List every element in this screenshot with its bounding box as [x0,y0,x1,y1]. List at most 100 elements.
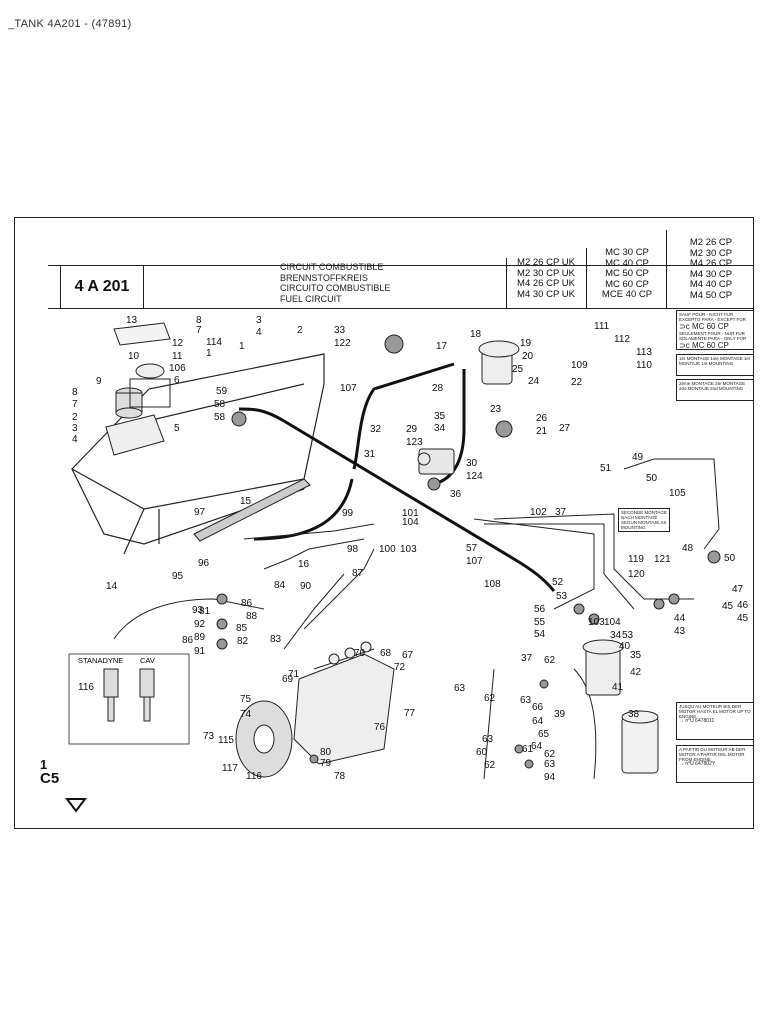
callout-number: 31 [364,449,376,460]
callout-number: 73 [203,731,215,742]
legend-text: SAUF POUR - NICHT FUR EXCEPTO PARA - EXC… [679,312,747,322]
callout-number: 60 [476,747,488,758]
callout-number: 65 [538,729,550,740]
callout-number: 71 [288,669,300,680]
injector-stanadyne [103,668,119,722]
callout-number: 21 [536,426,548,437]
callout-number: 105 [669,488,686,499]
page-marker-code: C5 [40,770,60,787]
callout-number: 56 [534,604,546,615]
callout-number: 66 [532,702,544,713]
callout-number: 3 [256,315,262,326]
callout-number: 42 [630,667,642,678]
name-fr: CIRCUIT COMBUSTIBLE [280,262,384,272]
callout-number: 79 [320,758,332,769]
model-name: M4 26 CP UK [517,278,575,289]
legend-first-mounting: 1er MONTAGE 1ste MONTAGE 1er MONTAJE 1st… [676,354,754,376]
callout-number: 39 [554,709,566,720]
callout-number: 50 [724,553,736,564]
legend-mounting-note: SECONDE MONTAGE NACH MONTAGE SEGUN MONTA… [618,508,670,532]
model-divider [586,248,587,309]
callout-number: 23 [490,404,502,415]
callout-number: 89 [194,632,206,643]
callout-number: 52 [552,577,564,588]
callout-number: 48 [682,543,694,554]
model-name: M2 26 CP UK [517,257,575,268]
model-name: MC 40 CP [605,257,649,269]
down-arrow-icon [65,798,87,813]
callout-number: 115 [218,735,234,746]
callout-number: 63 [482,734,494,745]
primary-filter [478,340,520,385]
callout-number: 16 [298,559,310,570]
callout-number: 45 [722,601,734,612]
legend-serial-text: 647802Y [695,761,716,767]
callout-number: 63 [544,759,556,770]
callout-number: 41 [612,682,624,693]
callout-number: 80 [320,747,332,758]
callout-number: 54 [534,629,546,640]
callout-number: 4 [256,327,262,338]
callout-number: 72 [394,662,406,673]
callout-number: 100 [379,544,396,555]
callout-number: 61 [522,744,534,755]
model-name: MC 50 CP [605,268,649,279]
callout-number: 53 [622,630,634,641]
callout-number: 50 [646,473,658,484]
callout-number: 93 [192,605,204,616]
stanadyne-label: STANADYNE [78,656,123,665]
legend-model-text: MC 60 CP [691,322,729,331]
callout-number: 106 [169,363,186,374]
legend-text: SEULEMENT POUR - NUR FUR SOLAMENTE PARA … [679,331,747,341]
callout-number: 85 [236,623,248,634]
callout-number: 35 [434,411,446,422]
callout-number: 116 [246,771,262,782]
callout-number: 38 [628,709,640,720]
legend-model: ⊃c MC 60 CP [679,341,729,350]
model-divider [666,230,667,309]
callout-number: 64 [531,741,543,752]
callout-number: 122 [334,338,351,349]
callout-number: 107 [340,383,357,394]
callout-number: 94 [544,772,556,783]
callout-number: 97 [194,507,206,518]
name-es: CIRCUITO COMBUSTIBLE [280,283,391,293]
legend-except-for: SAUF POUR - NICHT FUR EXCEPTO PARA - EXC… [676,310,754,350]
callout-number: 114 [206,337,222,348]
return-line [113,458,720,780]
model-name: MCE 40 CP [601,289,653,300]
callout-number: 88 [246,611,258,622]
level-sender [129,363,171,408]
model-name: M4 26 CP [689,258,733,269]
callout-number: 104 [604,617,621,628]
callout-number: 58 [214,412,226,423]
callout-number: 18 [470,329,482,340]
callout-number: 70 [354,648,366,659]
callout-number: 47 [732,584,744,595]
callout-number: 51 [600,463,612,474]
callout-number: 82 [237,636,249,647]
callout-number: 25 [512,364,524,375]
callout-number: 98 [347,544,359,555]
callout-number: 92 [194,619,206,630]
filter-element [621,710,659,774]
callout-number: 101 [402,508,419,519]
callout-number: 110 [636,360,652,371]
cav-label: CAV [140,656,155,665]
legend-serial: → n°U 6478011 [679,718,715,724]
tank-cap [105,387,165,456]
injection-pump [293,641,395,765]
callout-number: 53 [556,591,568,602]
callout-number: 104 [402,517,419,528]
callout-number: 45 [737,613,749,624]
callout-number: 113 [636,347,652,358]
lift-pump [417,448,455,475]
callout-number: 75 [240,694,252,705]
callout-number: 2 [297,325,303,336]
callout-number: 20 [522,351,534,362]
document-title: _TANK 4A201 - (47891) [8,18,132,30]
model-name: M4 30 CP [689,268,733,280]
callout-number: 40 [619,641,631,652]
callout-number: 117 [222,763,238,774]
